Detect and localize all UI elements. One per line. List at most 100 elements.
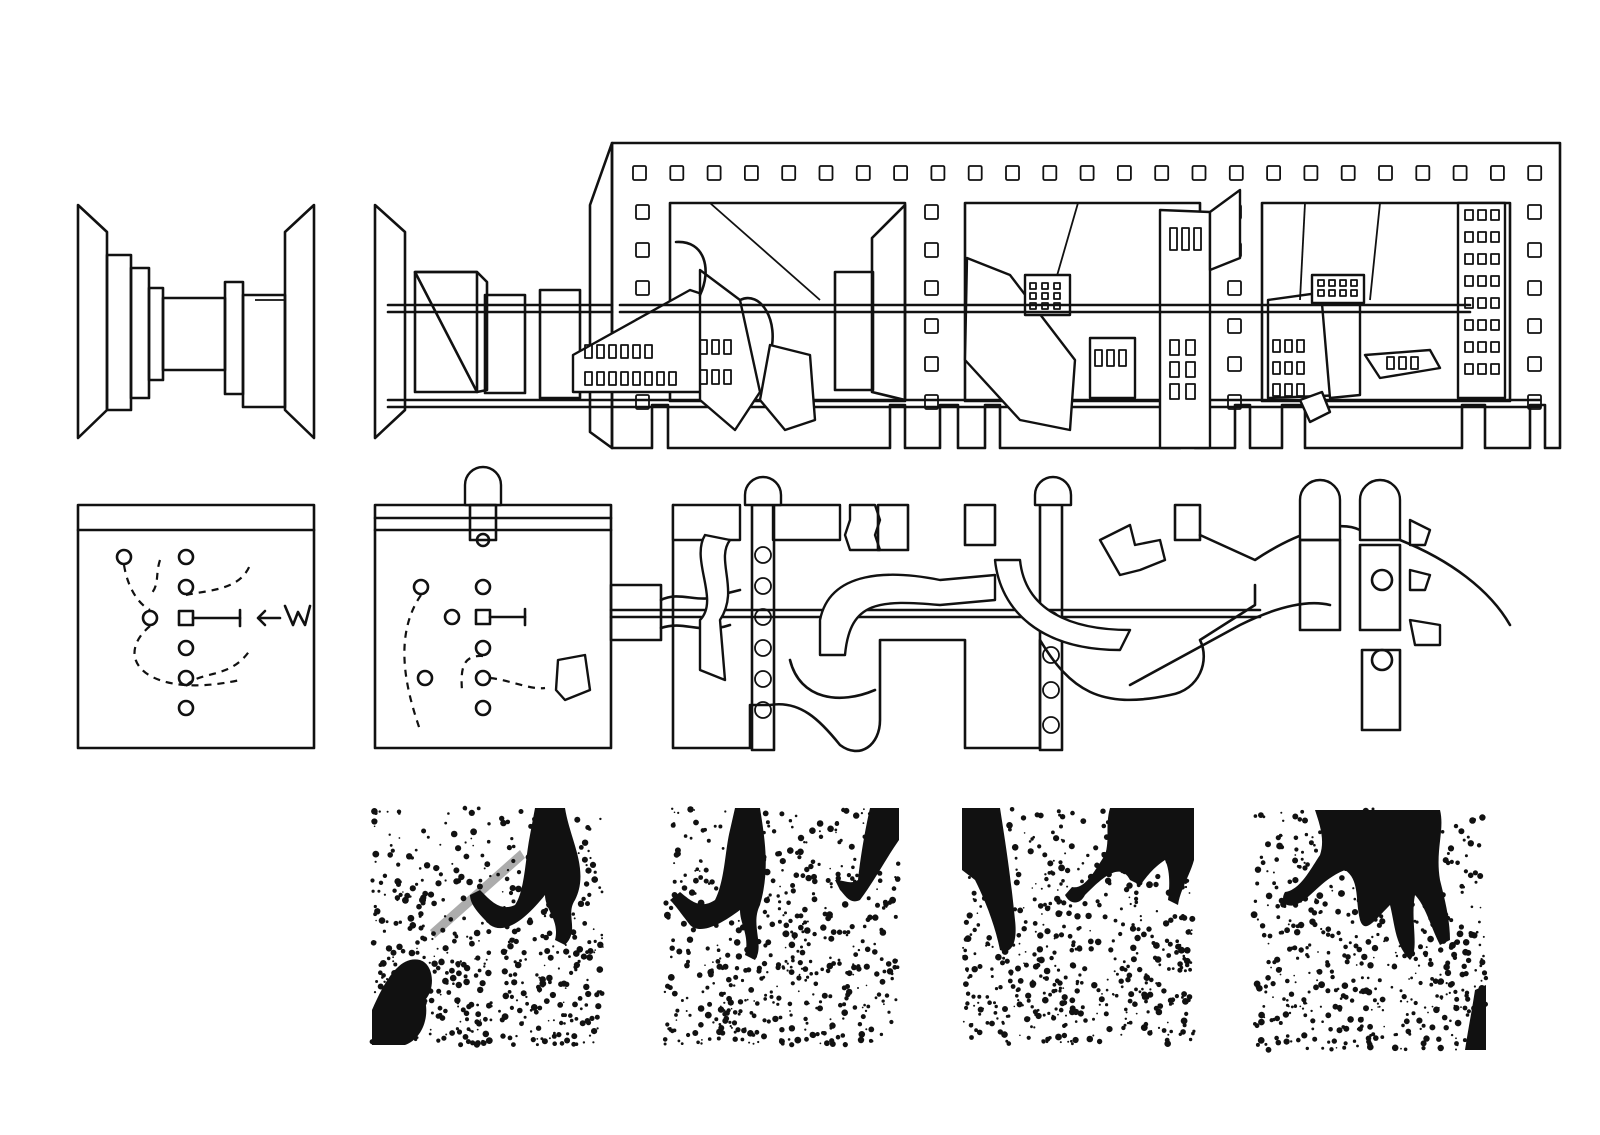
sprocket-hole	[744, 165, 759, 181]
column-circle	[754, 639, 772, 657]
sprocket-hole	[1340, 165, 1356, 181]
sprocket-hole	[1452, 165, 1468, 181]
photo-frame-4	[1250, 807, 1489, 1053]
building-window	[1490, 275, 1500, 287]
sprocket-hole	[1227, 394, 1242, 410]
photo-frame-2	[662, 806, 901, 1048]
building-window	[1464, 209, 1474, 221]
building-window	[1477, 341, 1487, 353]
building-window	[1284, 383, 1293, 397]
building-window	[1464, 275, 1474, 287]
building-window	[1386, 356, 1395, 370]
building-window	[1094, 349, 1103, 367]
photo-frame-1	[369, 805, 605, 1048]
building-window	[668, 371, 677, 386]
sprocket-hole	[1042, 165, 1058, 181]
play-diagram-extruded	[373, 465, 663, 750]
column-circle	[754, 546, 772, 564]
building-window	[1272, 361, 1281, 375]
building-window	[1477, 253, 1487, 265]
building-window	[1490, 253, 1500, 265]
building-window	[1339, 279, 1347, 287]
sprocket-hole	[930, 165, 946, 181]
sprocket-hole	[1527, 280, 1542, 296]
building-window	[1477, 209, 1487, 221]
sprocket-hole	[1266, 165, 1281, 181]
sprocket-hole	[924, 280, 939, 296]
column-circle	[1042, 646, 1060, 664]
building-window	[1490, 209, 1500, 221]
city-filmstrip	[373, 141, 1562, 450]
building-window	[1181, 227, 1190, 251]
photo-frame-3	[962, 807, 1196, 1047]
sprocket-hole	[1527, 204, 1542, 220]
building-window	[1339, 289, 1347, 297]
building-window	[1490, 363, 1500, 375]
sprocket-hole	[924, 394, 939, 410]
building-window	[1477, 319, 1487, 331]
building-window	[1477, 231, 1487, 243]
sprocket-hole	[1228, 165, 1244, 181]
building-window	[723, 369, 732, 385]
building-window	[1053, 282, 1061, 290]
building-window	[608, 344, 617, 359]
sprocket-hole	[1079, 165, 1095, 181]
building-window	[644, 371, 653, 386]
sprocket-hole	[1303, 165, 1319, 181]
building-window	[1464, 231, 1474, 243]
play-diagram-small	[76, 503, 316, 750]
sprocket-hole	[1527, 356, 1542, 372]
sprocket-hole	[1490, 165, 1505, 181]
building-window	[699, 339, 708, 355]
sprocket-hole	[818, 165, 834, 181]
building-window	[1328, 279, 1336, 287]
building-window	[1185, 361, 1196, 378]
building-window	[1169, 339, 1180, 356]
building-window	[1193, 227, 1202, 251]
building-window	[1169, 383, 1180, 400]
building-window	[1464, 341, 1474, 353]
sprocket-hole	[924, 204, 939, 220]
building-window	[1490, 297, 1500, 309]
sprocket-hole	[1227, 356, 1242, 372]
sprocket-hole	[1191, 165, 1207, 181]
building-window	[1464, 297, 1474, 309]
sprocket-hole	[924, 356, 939, 372]
building-window	[1317, 289, 1325, 297]
building-window	[644, 344, 653, 359]
sprocket-hole	[635, 242, 650, 258]
building-window	[1169, 227, 1178, 251]
sprocket-hole	[924, 242, 939, 258]
building-window	[620, 344, 629, 359]
building-window	[1350, 289, 1358, 297]
building-window	[608, 371, 617, 386]
building-window	[1272, 383, 1281, 397]
building-window	[1029, 282, 1037, 290]
building-window	[1272, 339, 1281, 353]
sprocket-hole	[1527, 394, 1542, 410]
sprocket-hole	[669, 165, 685, 181]
column-circle	[1042, 681, 1060, 699]
building-window	[1328, 289, 1336, 297]
building-window	[1464, 253, 1474, 265]
sprocket-hole	[1378, 165, 1393, 181]
sprocket-hole	[1005, 165, 1020, 181]
column-circle	[754, 577, 772, 595]
sprocket-hole	[1117, 165, 1132, 181]
column-circle	[754, 701, 772, 719]
play-diagram-architecture	[609, 475, 1512, 753]
sprocket-hole	[967, 165, 983, 181]
building-window	[1398, 356, 1407, 370]
sprocket-hole	[1415, 165, 1431, 181]
sprocket-hole	[1227, 318, 1242, 334]
building-window	[1317, 279, 1325, 287]
sprocket-hole	[1527, 318, 1542, 334]
building-window	[620, 371, 629, 386]
sprocket-hole	[635, 394, 650, 410]
building-window	[1029, 292, 1037, 300]
building-window	[1296, 383, 1305, 397]
building-window	[711, 369, 720, 385]
building-window	[1464, 363, 1474, 375]
building-window	[596, 344, 605, 359]
